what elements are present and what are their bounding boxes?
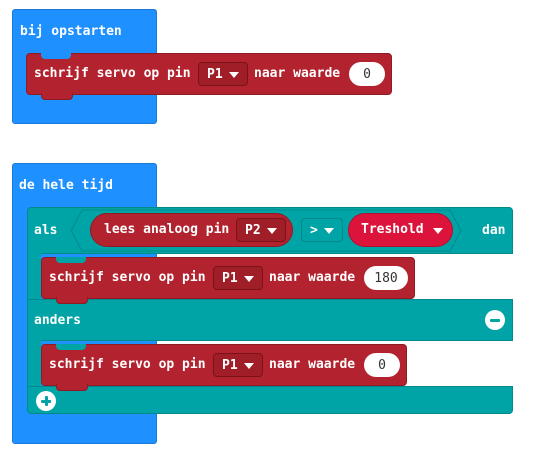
pin-value: P1 xyxy=(207,66,223,82)
servo-write-label: schrijf servo op pin xyxy=(49,357,206,372)
pin-dropdown[interactable]: P1 xyxy=(198,62,248,86)
servo-write-block-else[interactable]: schrijf servo op pin P1 naar waarde 0 xyxy=(41,344,407,391)
treshold-variable[interactable]: Treshold xyxy=(348,213,453,247)
to-value-label: naar waarde xyxy=(254,66,341,81)
caret-down-icon xyxy=(433,228,443,234)
caret-down-icon xyxy=(228,72,239,78)
then-label: dan xyxy=(482,223,506,238)
treshold-label: Treshold xyxy=(361,222,424,237)
caret-down-icon xyxy=(323,228,334,234)
to-value-label: naar waarde xyxy=(269,270,356,285)
if-label: als xyxy=(34,223,58,238)
pin-value: P1 xyxy=(222,357,238,373)
servo-write-label: schrijf servo op pin xyxy=(49,270,206,285)
pin-value: P1 xyxy=(222,270,238,286)
pin-dropdown[interactable]: P1 xyxy=(213,353,263,377)
operator-value: > xyxy=(310,222,318,238)
value-input[interactable]: 180 xyxy=(364,266,408,290)
value-input[interactable]: 0 xyxy=(349,62,385,86)
if-spine-then xyxy=(27,253,41,301)
analog-pin-value: P2 xyxy=(245,222,261,238)
to-value-label: naar waarde xyxy=(269,357,356,372)
on-start-label: bij opstarten xyxy=(20,24,122,39)
plus-circle-icon[interactable] xyxy=(36,391,56,411)
forever-label: de hele tijd xyxy=(19,178,113,193)
pin-dropdown[interactable]: P1 xyxy=(213,266,263,290)
servo-write-block-then[interactable]: schrijf servo op pin P1 naar waarde 180 xyxy=(41,257,415,304)
value-input[interactable]: 0 xyxy=(364,353,400,377)
analog-read-label: lees analoog pin xyxy=(104,222,230,237)
servo-write-label: schrijf servo op pin xyxy=(34,66,191,81)
minus-circle-icon[interactable] xyxy=(485,310,505,330)
analog-pin-dropdown[interactable]: P2 xyxy=(236,218,286,242)
if-spine-else xyxy=(27,340,41,388)
if-footer xyxy=(27,386,513,414)
caret-down-icon xyxy=(266,228,277,234)
caret-down-icon xyxy=(243,363,254,369)
else-label: anders xyxy=(34,313,81,328)
analog-read-block[interactable]: lees analoog pin P2 xyxy=(90,213,293,247)
caret-down-icon xyxy=(243,276,254,282)
else-arm[interactable]: anders xyxy=(27,299,513,341)
operator-dropdown[interactable]: > xyxy=(301,218,343,242)
servo-write-block-start[interactable]: schrijf servo op pin P1 naar waarde 0 xyxy=(26,53,392,100)
